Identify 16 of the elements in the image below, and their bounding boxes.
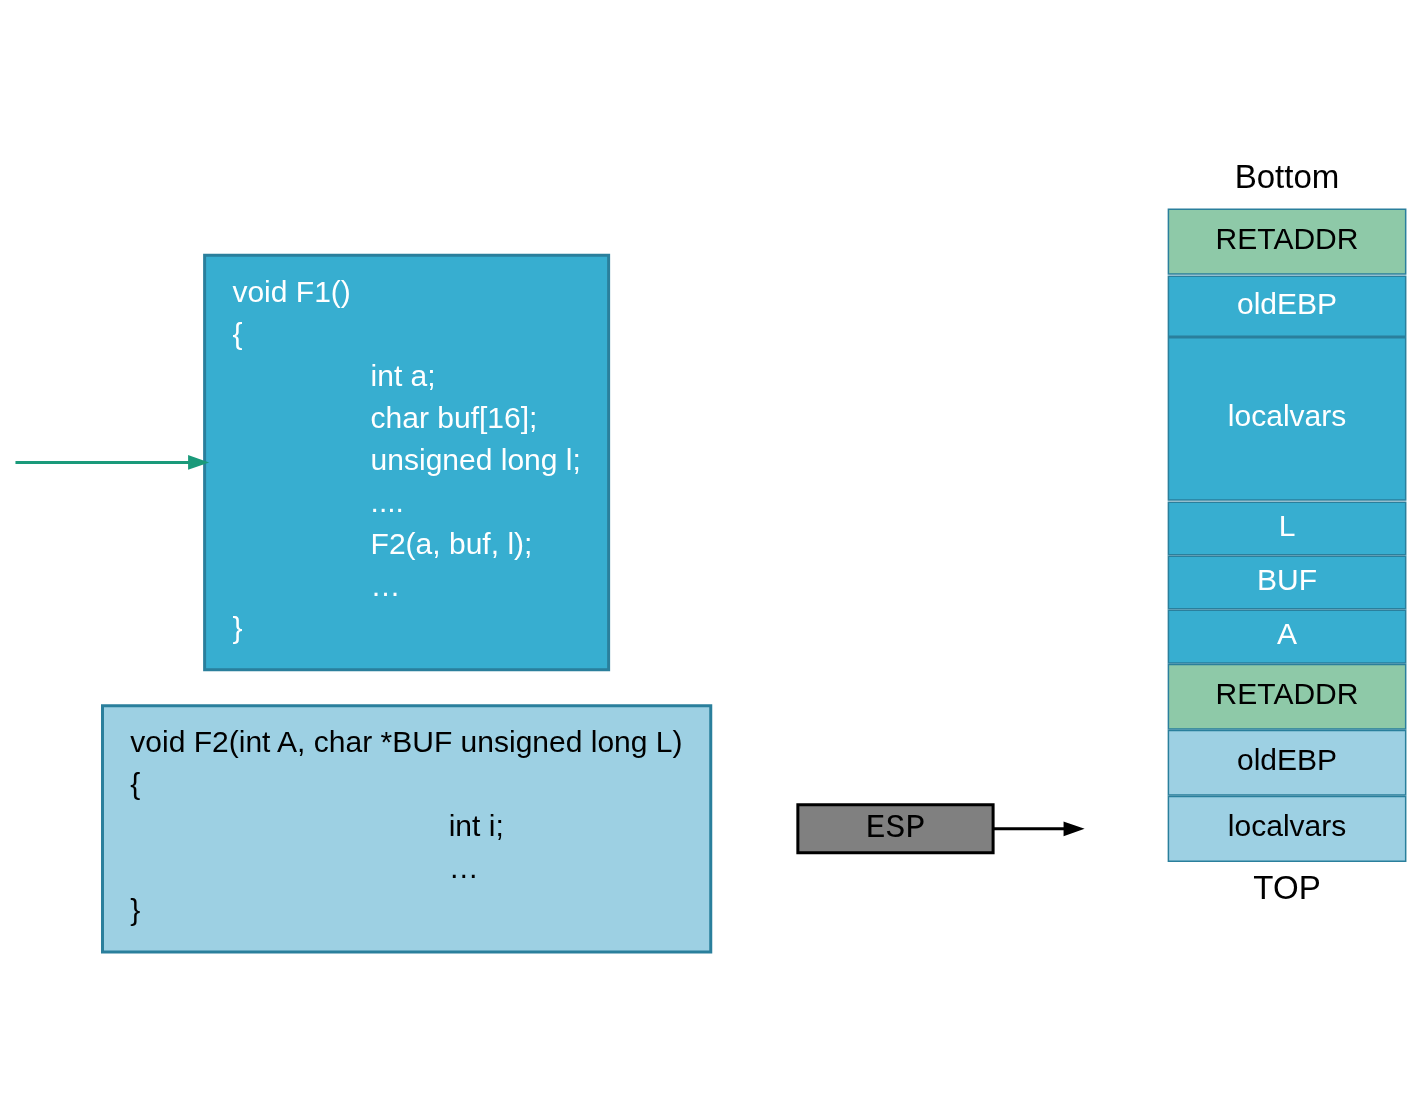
- node-box: localvars: [1167, 795, 1407, 862]
- node-box: void F2(int A, char *BUF unsigned long L) { int i; … }: [101, 704, 713, 954]
- arrow: [15, 455, 210, 470]
- node-box: void F1() { int a; char buf[16]; unsigned long l; .... F2(a, buf, l); … }: [203, 253, 611, 672]
- node-box: BUF: [1167, 555, 1407, 610]
- node-box: RETADDR: [1167, 663, 1407, 730]
- arrow: [993, 821, 1085, 837]
- label: TOP: [1253, 868, 1321, 906]
- node-box: RETADDR: [1167, 208, 1407, 275]
- node-box: oldEBP: [1167, 729, 1407, 796]
- node-box: oldEBP: [1167, 275, 1407, 337]
- node-box: localvars: [1167, 337, 1407, 501]
- label: Bottom: [1234, 158, 1340, 196]
- node-box: ESP: [796, 803, 995, 855]
- node-box: L: [1167, 501, 1407, 556]
- node-box: A: [1167, 609, 1407, 664]
